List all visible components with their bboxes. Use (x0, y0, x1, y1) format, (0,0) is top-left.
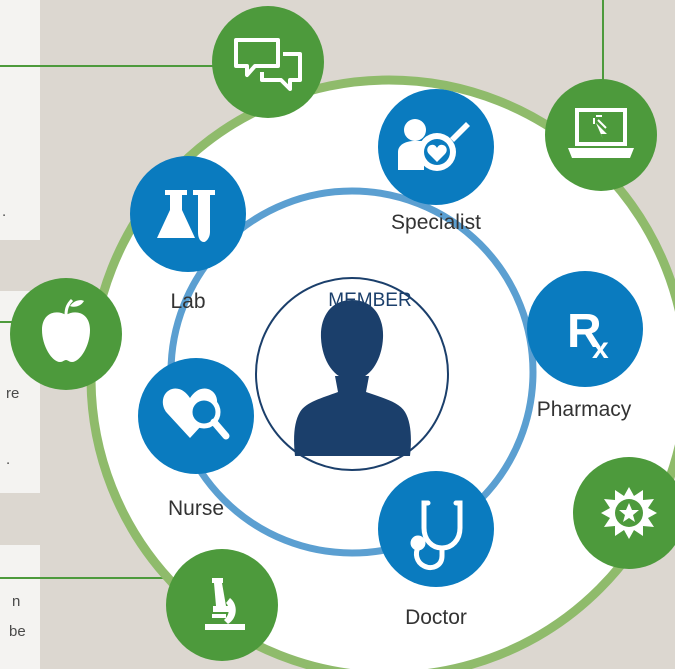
info-panel-3: n be (0, 545, 40, 669)
heart-magnifier-icon (162, 388, 230, 440)
apple-icon (42, 298, 90, 362)
laptop-click-icon (568, 108, 634, 158)
chat-circle (212, 6, 324, 118)
microscope-icon (205, 578, 245, 630)
stethoscope-icon (410, 500, 463, 571)
member-label: MEMBER (328, 290, 411, 311)
lab-label: Lab (170, 290, 205, 313)
outer-apple[interactable] (10, 278, 122, 390)
specialist-heart-icon (398, 119, 470, 171)
lab-circle (130, 156, 246, 272)
care-team-specialist[interactable]: Specialist (378, 89, 494, 234)
svg-text:x: x (592, 332, 609, 365)
info-panel-3-text-2: be (9, 623, 26, 640)
outer-star[interactable] (573, 457, 675, 569)
info-panel-1-text: . (2, 203, 7, 220)
care-team-pharmacy[interactable]: R x Pharmacy (527, 271, 643, 421)
care-team-lab[interactable]: Lab (130, 156, 246, 313)
star-badge-icon (601, 487, 657, 539)
nurse-label: Nurse (168, 497, 224, 520)
info-panel-2-text-1: re (6, 385, 20, 402)
flask-testtube-icon (157, 190, 215, 242)
pharmacy-circle (527, 271, 643, 387)
laptop-circle (545, 79, 657, 191)
info-panel-2-text-2: . (6, 451, 11, 468)
care-team-nurse[interactable]: Nurse (138, 358, 254, 520)
info-panel-1: . (0, 0, 40, 240)
doctor-circle (378, 471, 494, 587)
outer-laptop[interactable] (545, 79, 657, 191)
specialist-label: Specialist (391, 211, 481, 234)
pharmacy-label: Pharmacy (537, 398, 632, 421)
doctor-label: Doctor (405, 606, 467, 629)
member-silhouette-icon (294, 300, 411, 456)
outer-chat[interactable] (212, 6, 324, 118)
rx-icon: R x (567, 305, 609, 365)
outer-microscope[interactable] (166, 549, 278, 661)
chat-bubbles-icon (234, 38, 302, 91)
info-panel-3-text-1: n (12, 593, 21, 610)
svg-text:R: R (567, 305, 602, 358)
care-team-doctor[interactable]: Doctor (378, 471, 494, 629)
